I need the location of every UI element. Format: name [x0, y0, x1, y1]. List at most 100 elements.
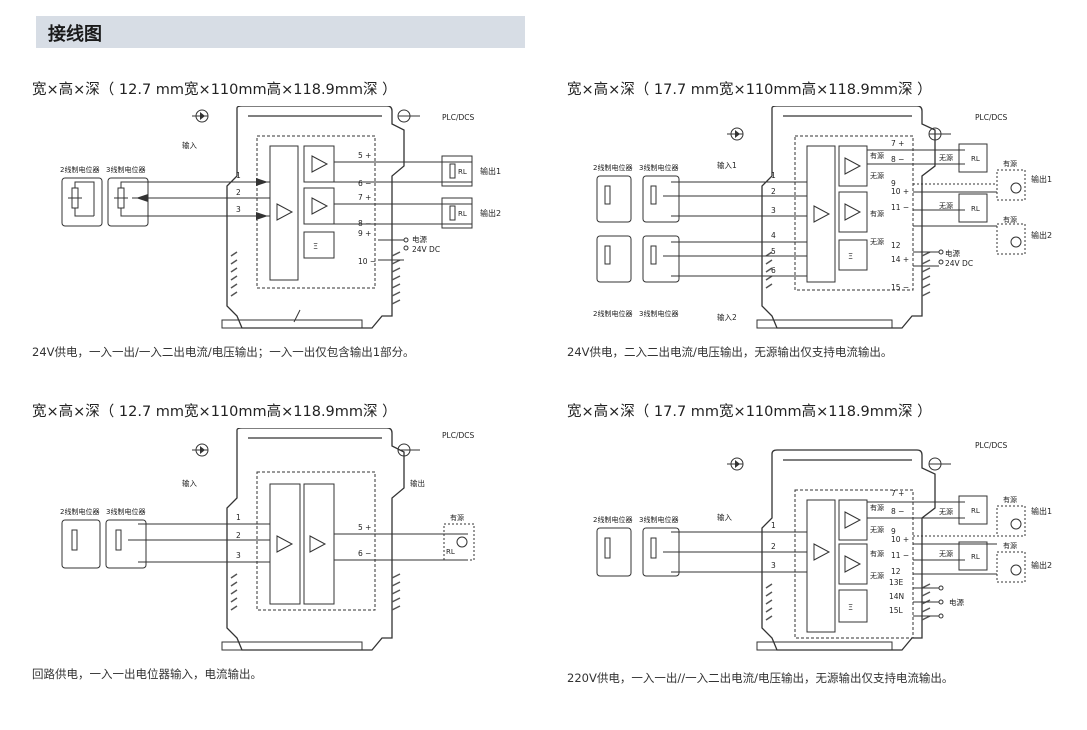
- plc-label: PLC/DCS: [975, 441, 1007, 450]
- term-8: 8 −: [891, 155, 904, 164]
- input-label: 输入: [717, 512, 732, 522]
- dimension-text: 宽×高×深（ 12.7 mm宽×110mm高×118.9mm深 ）: [32, 404, 397, 420]
- pot3-label: 3线制电位器: [106, 507, 145, 516]
- term-10: 10 +: [891, 535, 909, 544]
- active-label-2: 有源: [870, 209, 884, 218]
- right-hatch: [391, 251, 401, 305]
- term-5: 5 +: [358, 523, 371, 532]
- term-15: 15 −: [891, 283, 909, 292]
- pot2-label-bottom: 2线制电位器: [593, 309, 632, 318]
- rl-box: [443, 523, 475, 561]
- module-outline: [226, 106, 405, 329]
- term-2: 2: [236, 531, 241, 540]
- svg-text:Ξ: Ξ: [848, 252, 853, 261]
- term-12: 12: [891, 567, 901, 576]
- dimension-text: 宽×高×深（ 17.7 mm宽×110mm高×118.9mm深 ）: [567, 82, 932, 98]
- module-outline: [761, 106, 936, 329]
- rl-box-1: [958, 143, 988, 173]
- rl-label-1: RL: [971, 155, 980, 163]
- pot2-label: 2线制电位器: [593, 515, 632, 524]
- term-5: 5: [771, 247, 776, 256]
- rl-label: RL: [446, 548, 455, 556]
- svg-text:Ξ: Ξ: [313, 242, 318, 251]
- wiring-diagram: Ξ PLC/DCS 输入 2线制电位器 3线制电位器 1 2 3 5 + 6 −…: [60, 106, 501, 329]
- wiring-panel-3: 宽×高×深（ 12.7 mm宽×110mm高×118.9mm深 ） PLC/DC…: [32, 400, 532, 730]
- pot2-device: [61, 177, 103, 227]
- term-4: 4: [771, 231, 776, 240]
- term-1: 1: [236, 513, 241, 522]
- pot3-device: [107, 177, 149, 227]
- rl-box-2: [958, 541, 988, 571]
- passive-label-2: 无源: [870, 237, 884, 246]
- pot3-label-bottom: 3线制电位器: [639, 309, 678, 318]
- rl-box-2: [441, 197, 473, 229]
- term-3: 3: [771, 206, 776, 215]
- output1-label: 输出1: [1031, 506, 1052, 516]
- term-3: 3: [236, 205, 241, 214]
- term-6: 6: [771, 266, 776, 275]
- output-wires: [334, 161, 472, 225]
- plc-label: PLC/DCS: [442, 431, 474, 440]
- rl-label-1: RL: [971, 507, 980, 515]
- active-label-1: 有源: [870, 503, 884, 512]
- passive-label-1: 无源: [870, 171, 884, 180]
- term-9: 9: [891, 527, 896, 536]
- term-1: 1: [771, 171, 776, 180]
- output-amp-2: [303, 187, 335, 225]
- output-amp-1: [303, 145, 335, 183]
- term-3: 3: [236, 551, 241, 560]
- term-1: 1: [771, 521, 776, 530]
- term-7: 7 +: [891, 139, 904, 148]
- output1-label: 输出1: [1031, 174, 1052, 184]
- power-label: 电源: [412, 234, 427, 244]
- input-block: [269, 145, 299, 281]
- term-9: 9: [891, 179, 896, 188]
- input2-label: 输入2: [717, 312, 737, 322]
- active-label-1: 有源: [870, 151, 884, 160]
- passive-out-label-1: 无源: [939, 507, 953, 516]
- rl-label-1: RL: [458, 168, 467, 176]
- term-7: 7 +: [358, 193, 371, 202]
- caption: 回路供电，一入一出电位器输入，电流输出。: [32, 667, 262, 681]
- output-wires: [867, 501, 997, 575]
- pot2-label: 2线制电位器: [60, 165, 99, 174]
- pot2-label: 2线制电位器: [60, 507, 99, 516]
- term-13: 13E: [889, 578, 904, 587]
- term-9: 9 +: [358, 229, 371, 238]
- caption: 24V供电，二入二出电流/电压输出，无源输出仅支持电流输出。: [567, 345, 893, 359]
- term-1: 1: [236, 171, 241, 180]
- input-wires: [128, 523, 270, 563]
- term-12: 12: [891, 241, 901, 250]
- passive-label-2: 无源: [870, 571, 884, 580]
- caption: 24V供电，一入一出/一入二出电流/电压输出；一入一出仅包含输出1部分。: [32, 345, 415, 359]
- output-wires: [334, 533, 468, 561]
- term-14: 14N: [889, 592, 904, 601]
- term-10: 10 −: [358, 257, 376, 266]
- rl-label-2: RL: [971, 553, 980, 561]
- term-2: 2: [236, 188, 241, 197]
- svg-text:Ξ: Ξ: [848, 603, 853, 612]
- term-10: 10 +: [891, 187, 909, 196]
- input-label: 输入: [182, 478, 197, 488]
- section-header: 接线图: [36, 16, 525, 48]
- active-label: 有源: [450, 513, 464, 522]
- active-out-label-1: 有源: [1003, 159, 1017, 168]
- wiring-diagram: Ξ 有源 无源 有源 无源 PLC/DCS 输入1 输入2 2线制电位器 3线制…: [593, 106, 1052, 329]
- passive-out-label-2: 无源: [939, 549, 953, 558]
- input1-label: 输入1: [717, 160, 737, 170]
- output-wires: [867, 149, 997, 227]
- term-3: 3: [771, 561, 776, 570]
- pot2-label-top: 2线制电位器: [593, 163, 632, 172]
- caption: 220V供电，一入一出//一入二出电流/电压输出，无源输出仅支持电流输出。: [567, 671, 954, 685]
- passive-out-label-1: 无源: [939, 153, 953, 162]
- output2-label: 输出2: [1031, 230, 1052, 240]
- rl-box-1: [441, 155, 473, 187]
- left-hatch: [230, 251, 238, 297]
- inner-box: [794, 135, 914, 291]
- term-14: 14 +: [891, 255, 909, 264]
- power-label: 电源: [945, 248, 960, 258]
- pot3-label: 3线制电位器: [639, 515, 678, 524]
- term-6: 6 −: [358, 549, 371, 558]
- output2-label: 输出2: [1031, 560, 1052, 570]
- term-7: 7 +: [891, 489, 904, 498]
